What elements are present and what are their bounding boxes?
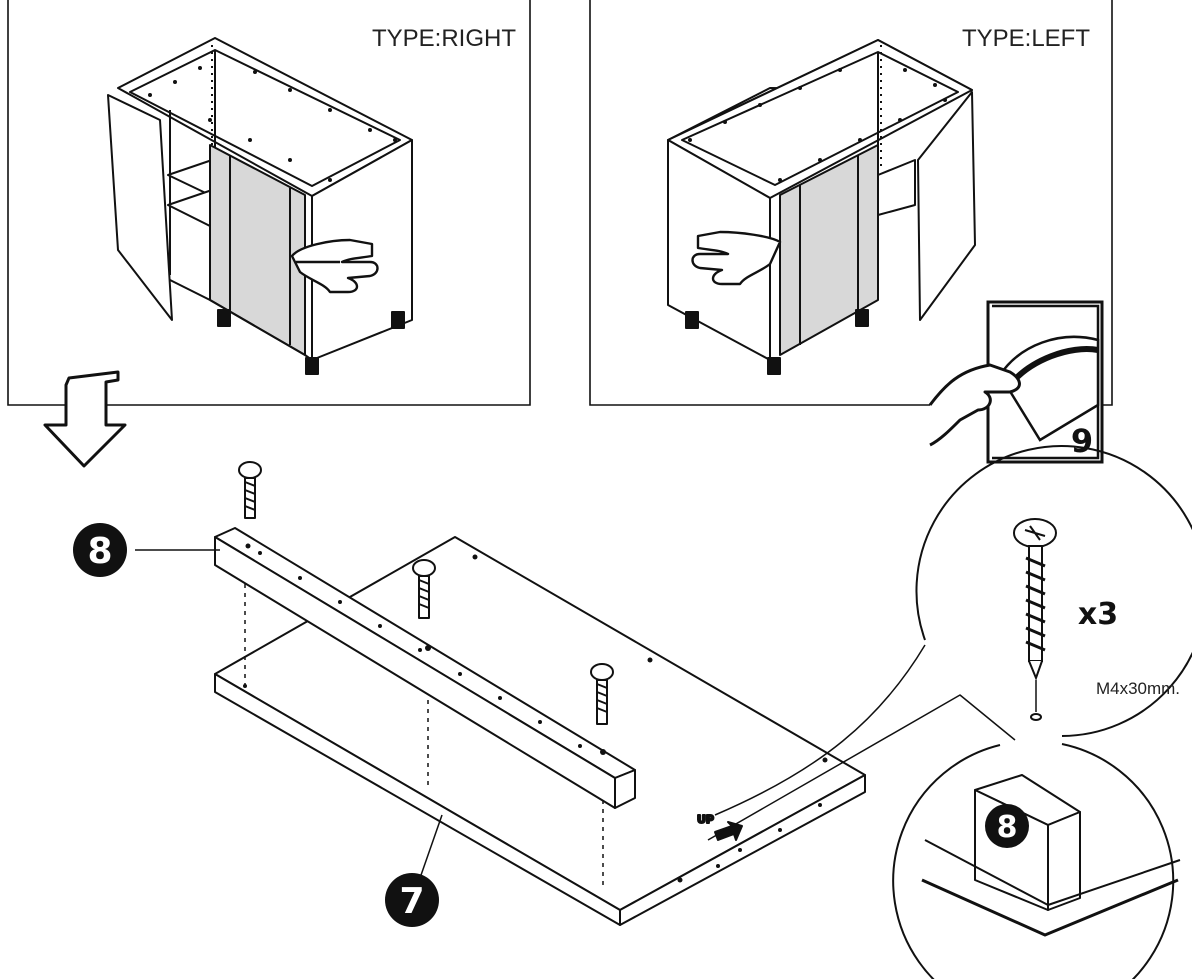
panel-frame [589,0,1113,406]
up-label: UP [697,813,714,826]
rail-detail: 8 [892,743,1181,979]
part-8-number: 8 [87,531,112,572]
cabinet-left-illustration [667,39,976,375]
cabinet-right-illustration [107,37,413,375]
panel-type-right-label: TYPE:RIGHT [372,25,516,52]
screw-size: M4x30mm. [1096,679,1180,698]
pointing-hand-icon [290,238,379,294]
pointing-hand-icon [691,230,782,286]
panel-frame [7,0,531,406]
part-7-number: 7 [399,881,424,922]
part-7-badge: 7 [385,873,439,927]
panel-type-left-label: TYPE:LEFT [962,25,1090,52]
screw-icon [412,559,436,619]
rail-part [214,527,636,809]
down-arrow-icon [43,370,127,468]
screw-icon [238,461,262,519]
screw-icon [590,663,614,725]
part-8-badge: 8 [73,523,127,577]
page-turn-icon: 9 [928,300,1104,464]
screw-quantity: x3 [1078,597,1118,632]
screw-detail: x3 M4x30mm. [915,445,1192,737]
panel-type-right: TYPE:RIGHT [7,0,531,406]
screw-detail-icon [1013,518,1057,721]
page-turn-number: 9 [1071,422,1093,460]
panel-type-left: TYPE:LEFT [589,0,1113,464]
detail-8-badge [985,804,1029,848]
up-arrow-icon [714,821,743,841]
assembly-scene: UP [135,461,1016,926]
rail-detail-illustration [921,774,1181,937]
detail-8-number: 8 [997,810,1018,845]
